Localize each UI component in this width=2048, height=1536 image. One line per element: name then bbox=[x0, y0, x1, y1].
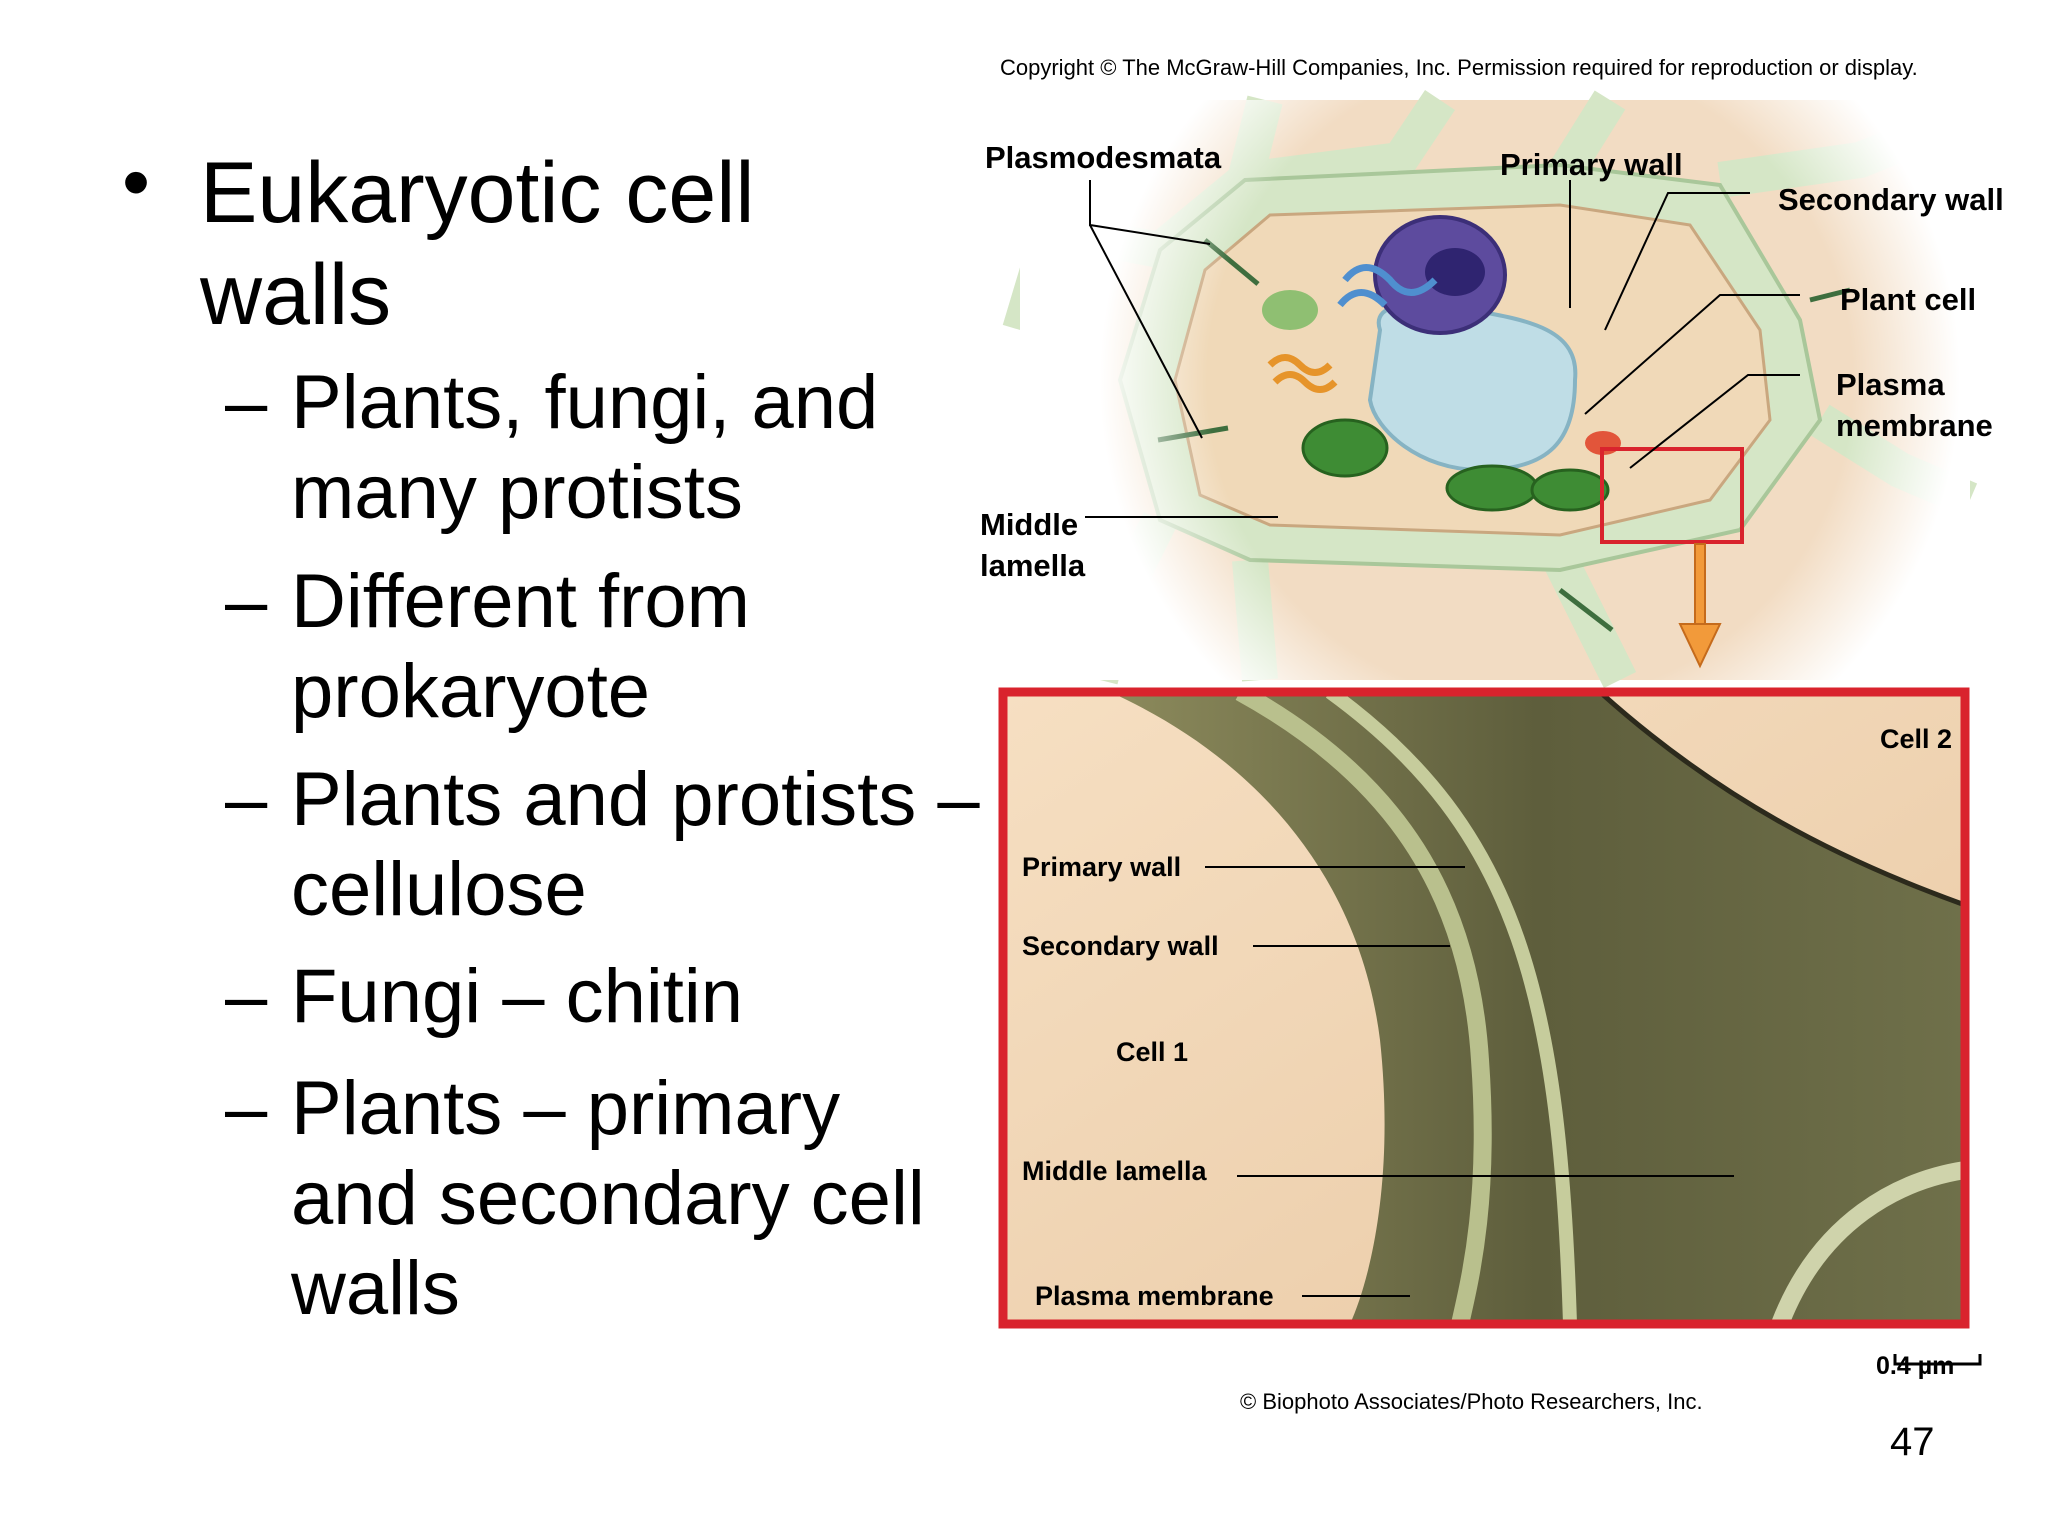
micrograph-leader-lines bbox=[1205, 866, 1734, 1297]
dash-marker: – bbox=[225, 559, 268, 644]
subpoint-text: Plants, fungi, and many protists bbox=[291, 360, 879, 535]
subpoint: – Plants, fungi, and many protists bbox=[225, 358, 985, 538]
micro-label-primary-wall: Primary wall bbox=[1022, 852, 1182, 882]
cell-illustration bbox=[1002, 90, 1978, 689]
zoom-arrow bbox=[1678, 543, 1722, 669]
subpoint: – Fungi – chitin bbox=[225, 952, 985, 1042]
highlight-box bbox=[1600, 447, 1744, 544]
vignette-overlay bbox=[1020, 100, 1970, 680]
dash-marker: – bbox=[225, 1066, 268, 1151]
secondary-wall-band bbox=[1235, 692, 1492, 1324]
label-plant-cell: Plant cell bbox=[1840, 282, 1977, 317]
subpoint-text: Fungi – chitin bbox=[291, 954, 744, 1039]
plasma-membrane-edge bbox=[1598, 692, 1965, 908]
subpoint-text: Plants – primary and secondary cell wall… bbox=[291, 1066, 925, 1331]
label-plasma-membrane-line1: Plasma bbox=[1836, 367, 1945, 402]
label-secondary-wall: Secondary wall bbox=[1778, 182, 2004, 217]
micro-label-secondary-wall: Secondary wall bbox=[1022, 931, 1219, 961]
label-plasmodesmata: Plasmodesmata bbox=[985, 140, 1222, 175]
label-middle-lamella-line1: Middle bbox=[980, 507, 1079, 542]
label-middle-lamella-line2: lamella bbox=[980, 548, 1086, 583]
bullet-marker: • bbox=[122, 137, 151, 226]
label-cell-1: Cell 1 bbox=[1116, 1037, 1189, 1067]
label-plasma-membrane-line2: membrane bbox=[1836, 408, 1993, 443]
subpoint-text: Plants and protists – cellulose bbox=[291, 757, 980, 932]
label-primary-wall: Primary wall bbox=[1500, 147, 1683, 182]
micrograph bbox=[1003, 692, 1965, 1324]
dash-marker: – bbox=[225, 954, 268, 1039]
micrograph-frame bbox=[998, 687, 1970, 1329]
scale-bar-label: 0.4 µm bbox=[1876, 1352, 1955, 1380]
subpoint: – Different from prokaryote bbox=[225, 557, 985, 737]
adjacent-wall-band bbox=[1771, 1161, 1965, 1324]
dash-marker: – bbox=[225, 360, 268, 445]
subpoint-text: Different from prokaryote bbox=[291, 559, 750, 734]
micro-label-middle-lamella: Middle lamella bbox=[1022, 1156, 1207, 1186]
main-bullet-text: Eukaryotic cell walls bbox=[200, 145, 755, 343]
scale-bar bbox=[1893, 1354, 1982, 1366]
subpoint: – Plants and protists – cellulose bbox=[225, 755, 985, 935]
subpoint: – Plants – primary and secondary cell wa… bbox=[225, 1064, 985, 1334]
label-cell-2: Cell 2 bbox=[1880, 724, 1953, 754]
micro-label-plasma-membrane: Plasma membrane bbox=[1035, 1281, 1274, 1311]
dash-marker: – bbox=[225, 757, 268, 842]
photo-credit: © Biophoto Associates/Photo Researchers,… bbox=[1240, 1389, 1703, 1414]
middle-lamella-band bbox=[1325, 692, 1577, 1324]
page-number: 47 bbox=[1890, 1420, 1935, 1464]
top-leader-lines bbox=[1085, 180, 1800, 518]
copyright-notice: Copyright © The McGraw-Hill Companies, I… bbox=[1000, 55, 1918, 80]
